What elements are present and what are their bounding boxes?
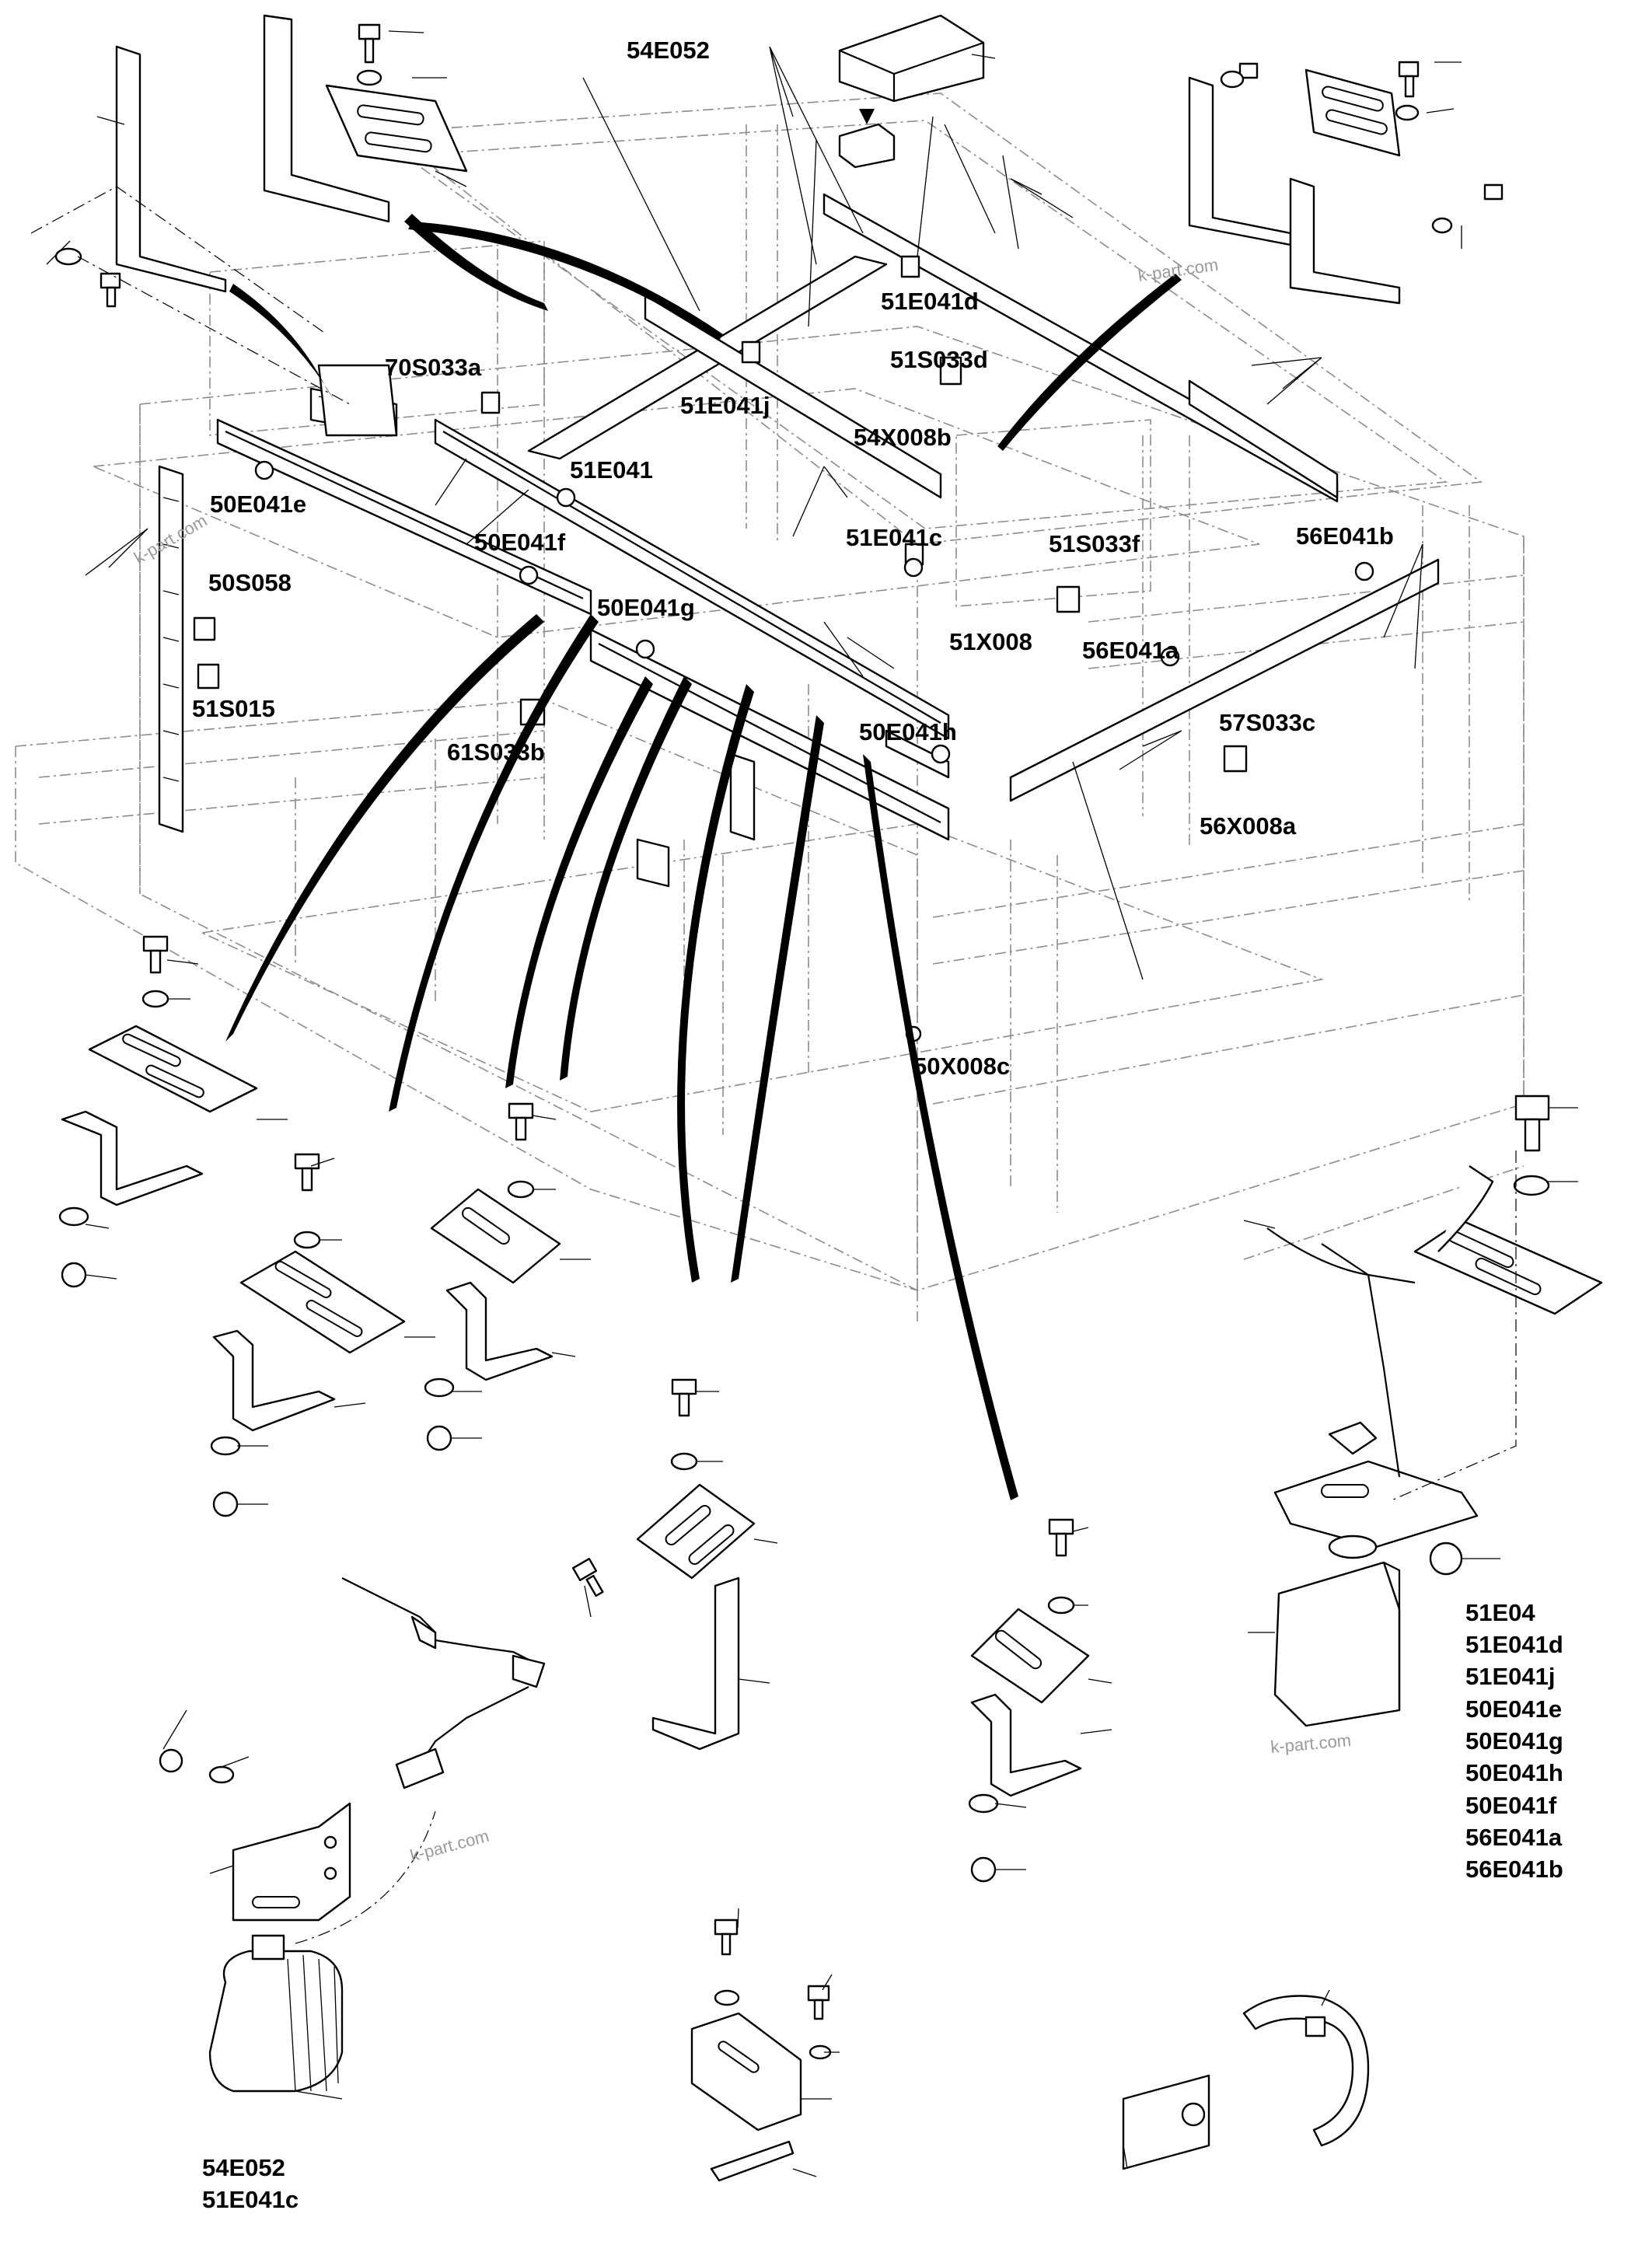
label-57S033c: 57S033c [1219, 709, 1315, 736]
label-56E041b: 56E041b [1296, 522, 1394, 550]
work-lamp-icon [1266, 1095, 1603, 1727]
label-51E041: 51E041 [570, 456, 653, 484]
group-label: 50E041h [1465, 1759, 1563, 1786]
bracket-kit-b [210, 1153, 406, 1517]
bolt-icon [100, 23, 381, 308]
lamp-group-left: 54E052 51E041c [202, 2154, 299, 2213]
watermark: k-part.com [408, 1826, 491, 1866]
group-label: 50E041g [1465, 1727, 1563, 1754]
group-label: 50E041e [1465, 1695, 1562, 1723]
label-51S033d: 51S033d [890, 346, 988, 373]
group-label: 51E04 [1465, 1599, 1535, 1626]
label-50X008c: 50X008c [913, 1053, 1010, 1080]
group-label: 56E041b [1465, 1856, 1563, 1883]
bracket-kit-d [571, 1378, 756, 1751]
mounting-bracket-icon [30, 14, 468, 437]
leader-lines [46, 30, 1578, 2177]
label-51E041d: 51E041d [881, 288, 979, 315]
cable-tie-icon [1122, 1995, 1370, 2170]
label-61S033b: 61S033b [447, 738, 545, 766]
label-70S033a: 70S033a [385, 354, 482, 381]
label-50S058: 50S058 [208, 569, 292, 596]
washer-icon [54, 69, 382, 266]
assembly-arrows [225, 214, 1182, 1500]
label-51X008: 51X008 [949, 628, 1032, 655]
junction-box-icon [838, 14, 985, 169]
label-50E041h: 50E041h [859, 718, 957, 745]
label-50E041e: 50E041e [210, 491, 306, 518]
group-label: 51E041j [1465, 1663, 1556, 1690]
label-50E041f: 50E041f [474, 529, 566, 556]
label-51S015: 51S015 [192, 695, 275, 722]
group-label: 50E041f [1465, 1792, 1557, 1819]
label-56X008a: 56X008a [1200, 812, 1297, 840]
group-label: 56E041a [1465, 1824, 1563, 1851]
mounting-rails [158, 193, 1440, 888]
bracket-kit-f [690, 1919, 832, 2182]
group-label: 51E041c [202, 2186, 299, 2213]
lamp-group-right: 51E04 51E041d 51E041j 50E041e 50E041g 50… [1465, 1599, 1563, 1883]
bracket-kit-c [424, 1102, 561, 1451]
label-54X008b: 54X008b [854, 424, 952, 451]
rail-components [193, 255, 1374, 1042]
group-label: 54E052 [202, 2154, 285, 2181]
label-51E041c: 51E041c [846, 524, 942, 551]
label-51E041j: 51E041j [680, 392, 770, 419]
watermark: k-part.com [1270, 1730, 1352, 1757]
washer-icon [1220, 70, 1453, 234]
bracket-kit-a [58, 935, 258, 1288]
group-label: 51E041d [1465, 1631, 1563, 1658]
label-51S033f: 51S033f [1049, 530, 1140, 557]
part-labels: 54E052 70S033a 51E041j 51E041d 51S033d 5… [192, 37, 1394, 1080]
work-lamp-icon [159, 1577, 546, 2093]
mounting-bracket-icon [1188, 61, 1504, 305]
label-56E041a: 56E041a [1082, 637, 1179, 664]
label-54E052: 54E052 [627, 37, 710, 64]
label-50E041g: 50E041g [597, 594, 695, 621]
bracket-kit-e [968, 1518, 1090, 1883]
bolt-icon [1238, 61, 1504, 201]
